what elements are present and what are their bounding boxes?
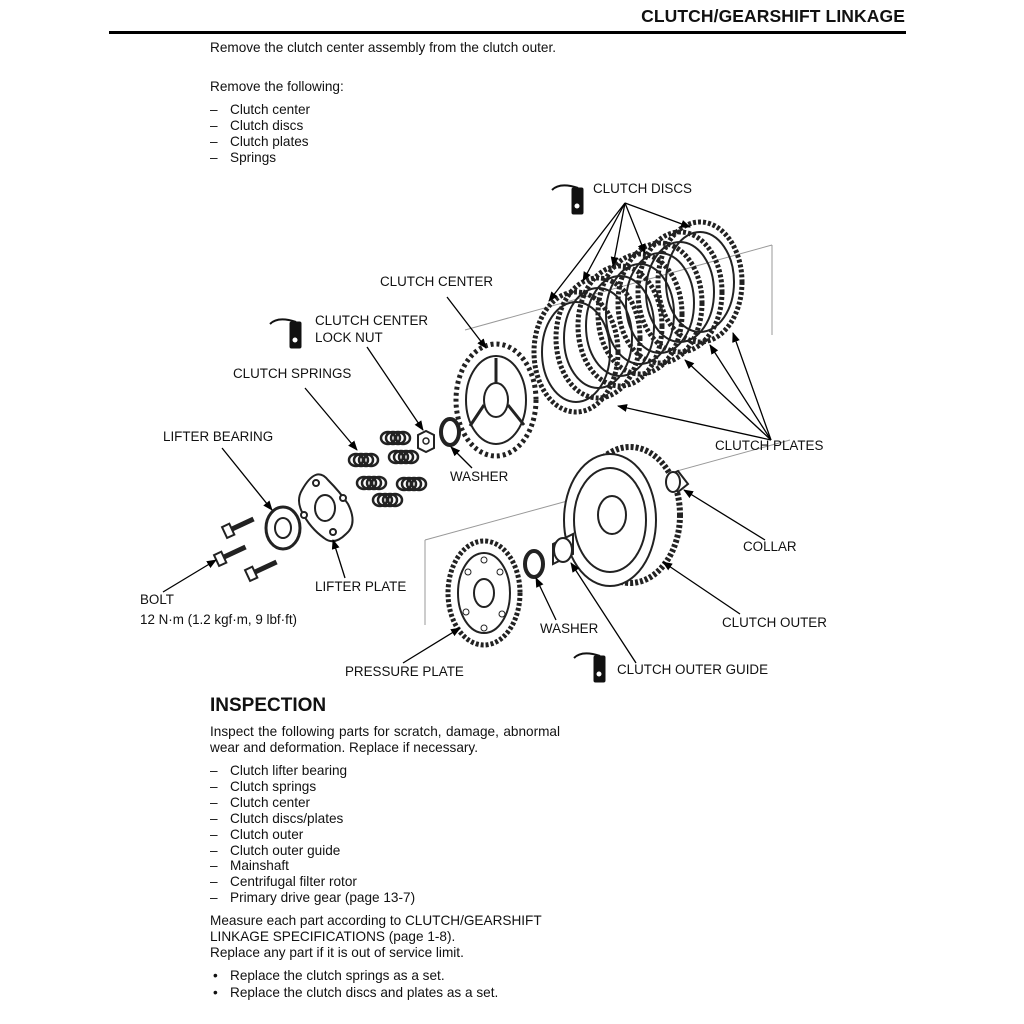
label-bolt-torque: 12 N·m (1.2 kgf·m, 9 lbf·ft) xyxy=(140,612,297,627)
oil-can-icon xyxy=(573,652,606,683)
label-washer-upper: WASHER xyxy=(450,469,509,484)
measure-line-1: Measure each part according to CLUTCH/GE… xyxy=(210,913,542,928)
clutch-outer-guide xyxy=(552,532,574,566)
label-clutch-discs: CLUTCH DISCS xyxy=(593,181,692,196)
label-clutch-springs: CLUTCH SPRINGS xyxy=(233,366,352,381)
clutch-center xyxy=(453,341,539,459)
list-item: Clutch outer xyxy=(210,827,560,843)
lock-nut xyxy=(417,429,435,454)
label-collar: COLLAR xyxy=(743,539,797,554)
inspection-paragraph: Inspect the following parts for scratch,… xyxy=(210,724,560,755)
label-bolt: BOLT xyxy=(140,592,174,607)
clutch-springs xyxy=(347,430,428,508)
section-title-inspection: INSPECTION xyxy=(210,695,327,716)
label-lock-nut-line2: LOCK NUT xyxy=(315,330,383,345)
label-clutch-outer-guide: CLUTCH OUTER GUIDE xyxy=(617,662,769,677)
label-pressure-plate: PRESSURE PLATE xyxy=(345,664,464,679)
list-item: Centrifugal filter rotor xyxy=(210,874,560,890)
label-washer-lower: WASHER xyxy=(540,621,599,636)
intro-paragraph-2: Remove the following: xyxy=(210,79,344,94)
list-item: Clutch springs xyxy=(210,779,560,795)
list-item: Clutch lifter bearing xyxy=(210,763,560,779)
pressure-plate xyxy=(445,538,523,648)
list-item: Mainshaft xyxy=(210,858,560,874)
label-lifter-bearing: LIFTER BEARING xyxy=(163,429,274,444)
list-item: Clutch center xyxy=(210,102,560,118)
label-lock-nut-line1: CLUTCH CENTER xyxy=(315,313,429,328)
inspection-list: Clutch lifter bearing Clutch springs Clu… xyxy=(210,763,560,906)
label-clutch-plates: CLUTCH PLATES xyxy=(715,438,824,453)
oil-can-icon xyxy=(551,184,584,215)
clutch-outer xyxy=(563,444,683,587)
lower-washer xyxy=(523,549,545,579)
label-clutch-center: CLUTCH CENTER xyxy=(380,274,494,289)
list-item: Springs xyxy=(210,150,560,166)
list-item: Clutch outer guide xyxy=(210,843,560,859)
clutch-discs-stack xyxy=(531,219,745,415)
list-item: Replace the clutch discs and plates as a… xyxy=(210,985,560,1002)
list-item: Replace the clutch springs as a set. xyxy=(210,968,560,985)
header-rule xyxy=(109,31,906,34)
oil-can-icon xyxy=(269,318,302,349)
inspection-bullets: Replace the clutch springs as a set. Rep… xyxy=(210,968,560,1001)
removal-list: Clutch center Clutch discs Clutch plates… xyxy=(210,102,560,166)
collar xyxy=(665,469,690,494)
list-item: Clutch discs xyxy=(210,118,560,134)
measure-line-2: LINKAGE SPECIFICATIONS (page 1-8). xyxy=(210,929,456,944)
list-item: Clutch center xyxy=(210,795,560,811)
bolts xyxy=(212,516,278,583)
list-item: Clutch discs/plates xyxy=(210,811,560,827)
leader-lines xyxy=(162,202,772,664)
label-lifter-plate: LIFTER PLATE xyxy=(315,579,407,594)
list-item: Clutch plates xyxy=(210,134,560,150)
upper-washer xyxy=(439,417,461,447)
intro-paragraph: Remove the clutch center assembly from t… xyxy=(210,40,557,55)
lifter-bearing xyxy=(264,505,302,551)
measure-line-3: Replace any part if it is out of service… xyxy=(210,945,464,960)
label-clutch-outer: CLUTCH OUTER xyxy=(722,615,827,630)
page-header-title: CLUTCH/GEARSHIFT LINKAGE xyxy=(641,6,905,26)
lifter-plate xyxy=(298,473,354,543)
list-item: Primary drive gear (page 13-7) xyxy=(210,890,560,906)
